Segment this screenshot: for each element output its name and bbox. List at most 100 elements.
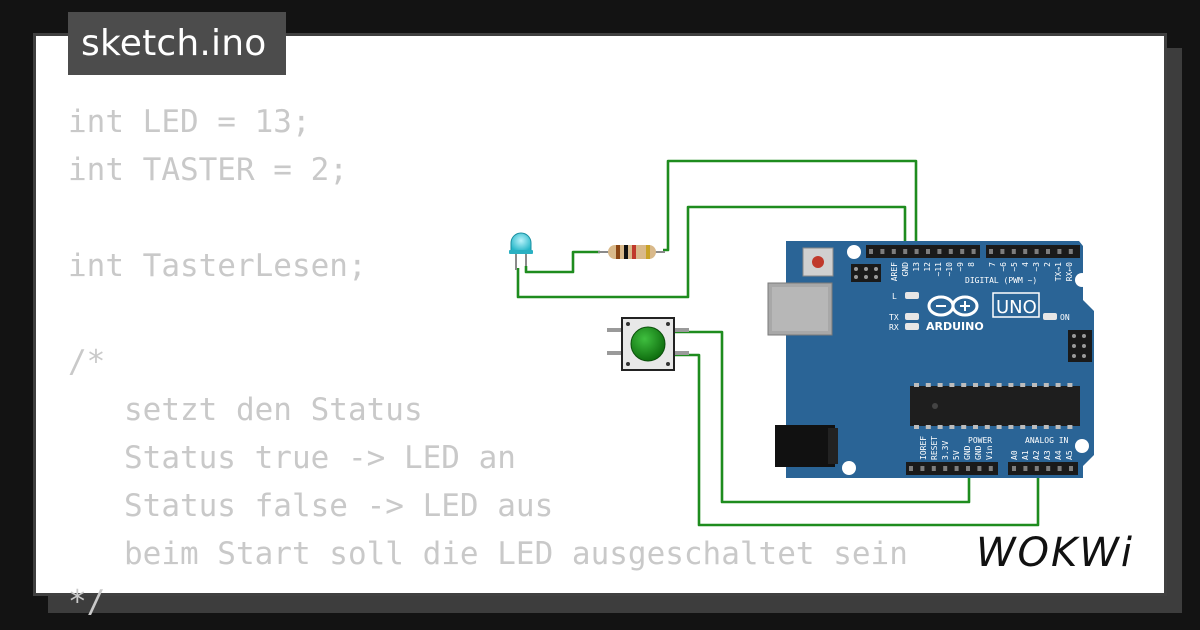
- header-pin[interactable]: [943, 466, 948, 471]
- bottom-pin-label: IOREF: [919, 436, 928, 460]
- bottom-pin-label: A3: [1043, 450, 1052, 460]
- header-pin[interactable]: [954, 466, 959, 471]
- header-pin[interactable]: [1057, 249, 1062, 254]
- wokwi-logo: WOKWi: [976, 530, 1134, 576]
- code-line: setzt den Status: [68, 392, 423, 428]
- top-pin-label: RX←0: [1065, 262, 1074, 281]
- wire-resistor-to-pin13: [663, 159, 918, 252]
- bottom-pin-label: Vin: [985, 445, 994, 460]
- top-pin-label: 7: [988, 262, 997, 267]
- code-line: /*: [68, 344, 106, 380]
- bottom-header-pins: [909, 466, 1073, 471]
- bottom-pin-label: RESET: [930, 436, 939, 460]
- button-cap: [630, 326, 666, 362]
- header-pin[interactable]: [1068, 249, 1073, 254]
- header-pin[interactable]: [920, 466, 925, 471]
- top-pin-label: ~10: [945, 262, 954, 277]
- arduino-uno-board: L TX RX ON DIGITAL (PWM ~) POWER ANALOG …: [767, 241, 1094, 478]
- code-preview: int LED = 13; int TASTER = 2; int TasterLe…: [68, 98, 908, 626]
- bottom-pin-label: GND: [963, 445, 972, 460]
- header-pin[interactable]: [1046, 249, 1050, 254]
- header-pin[interactable]: [1046, 466, 1051, 471]
- header-pin[interactable]: [1069, 466, 1073, 471]
- header-pin[interactable]: [1011, 249, 1016, 254]
- header-pin[interactable]: [891, 249, 896, 254]
- code-line: int TasterLesen;: [68, 248, 367, 284]
- header-pin[interactable]: [1000, 249, 1005, 254]
- microcontroller-chip: [914, 383, 1073, 429]
- header-pin[interactable]: [948, 249, 953, 254]
- resistor-component: [598, 245, 665, 259]
- code-line: Status false -> LED aus: [68, 488, 554, 524]
- led-label-l: L: [892, 292, 897, 301]
- header-pin[interactable]: [926, 249, 930, 254]
- arduino-logo-icon: [927, 295, 979, 317]
- header-pin[interactable]: [988, 466, 993, 471]
- bottom-pin-label: A0: [1010, 450, 1019, 460]
- wires: [516, 159, 1040, 527]
- header-pin[interactable]: [960, 249, 965, 254]
- top-pin-label: ~9: [956, 262, 965, 272]
- top-pin-label: 4: [1021, 262, 1030, 267]
- header-pin[interactable]: [869, 249, 873, 254]
- header-pin[interactable]: [1012, 466, 1016, 471]
- header-pin[interactable]: [937, 249, 942, 254]
- wire-led-to-gnd: [516, 205, 907, 299]
- header-pin[interactable]: [1023, 249, 1028, 254]
- code-line: int TASTER = 2;: [68, 152, 348, 188]
- header-pin[interactable]: [903, 249, 908, 254]
- pushbutton-component: [607, 317, 689, 371]
- code-line: beim Start soll die LED ausgeschaltet se…: [68, 536, 908, 572]
- bottom-pin-label: A2: [1032, 450, 1041, 460]
- code-line: int LED = 13;: [68, 104, 311, 140]
- code-line: Status true -> LED an: [68, 440, 516, 476]
- bottom-pin-label: A1: [1021, 450, 1030, 460]
- header-pin[interactable]: [909, 466, 913, 471]
- bottom-pin-label: 5V: [952, 450, 961, 460]
- digital-label: DIGITAL (PWM ~): [965, 276, 1037, 285]
- bottom-pin-label: A5: [1065, 450, 1074, 460]
- header-pin[interactable]: [1034, 466, 1039, 471]
- header-pin[interactable]: [914, 249, 919, 254]
- wire-button-to-a2: [675, 353, 1040, 527]
- top-pin-label: ~5: [1010, 262, 1019, 272]
- top-pin-label: GND: [901, 262, 910, 277]
- bottom-pin-label: 3.3V: [941, 441, 950, 460]
- board-model: UNO: [996, 297, 1037, 318]
- wire-led-to-resistor: [524, 250, 600, 274]
- top-pin-label: TX→1: [1054, 262, 1063, 281]
- top-pin-label: ~6: [999, 262, 1008, 272]
- header-pin[interactable]: [1023, 466, 1028, 471]
- wokwi-logo-text: WOKWi: [976, 530, 1134, 576]
- header-pin[interactable]: [1034, 249, 1039, 254]
- code-line: */: [68, 584, 106, 620]
- header-pin[interactable]: [989, 249, 993, 254]
- led-label-tx: TX: [889, 313, 899, 322]
- top-pin-label: 8: [967, 262, 976, 267]
- top-pin-label: ~3: [1032, 262, 1041, 272]
- led-label-on: ON: [1060, 313, 1070, 322]
- analog-label: ANALOG IN: [1025, 436, 1069, 445]
- top-pin-label: ~11: [934, 262, 943, 277]
- bottom-pin-label: A4: [1054, 450, 1063, 460]
- top-pin-label: 13: [912, 262, 921, 272]
- bottom-pin-label: GND: [974, 445, 983, 460]
- top-pin-label: AREF: [890, 262, 899, 281]
- header-pin[interactable]: [971, 249, 976, 254]
- header-pin[interactable]: [977, 466, 982, 471]
- power-label: POWER: [968, 436, 992, 445]
- header-pin[interactable]: [931, 466, 936, 471]
- top-header-pins: [869, 249, 1073, 254]
- led-component: [509, 232, 533, 270]
- header-pin[interactable]: [966, 466, 970, 471]
- wire-button-to-5v: [675, 330, 971, 504]
- board-brand: ARDUINO: [926, 320, 984, 333]
- file-tab[interactable]: sketch.ino: [68, 12, 286, 75]
- header-pin[interactable]: [1057, 466, 1062, 471]
- header-pin[interactable]: [880, 249, 885, 254]
- led-label-rx: RX: [889, 323, 899, 332]
- top-pin-label: 12: [923, 262, 932, 272]
